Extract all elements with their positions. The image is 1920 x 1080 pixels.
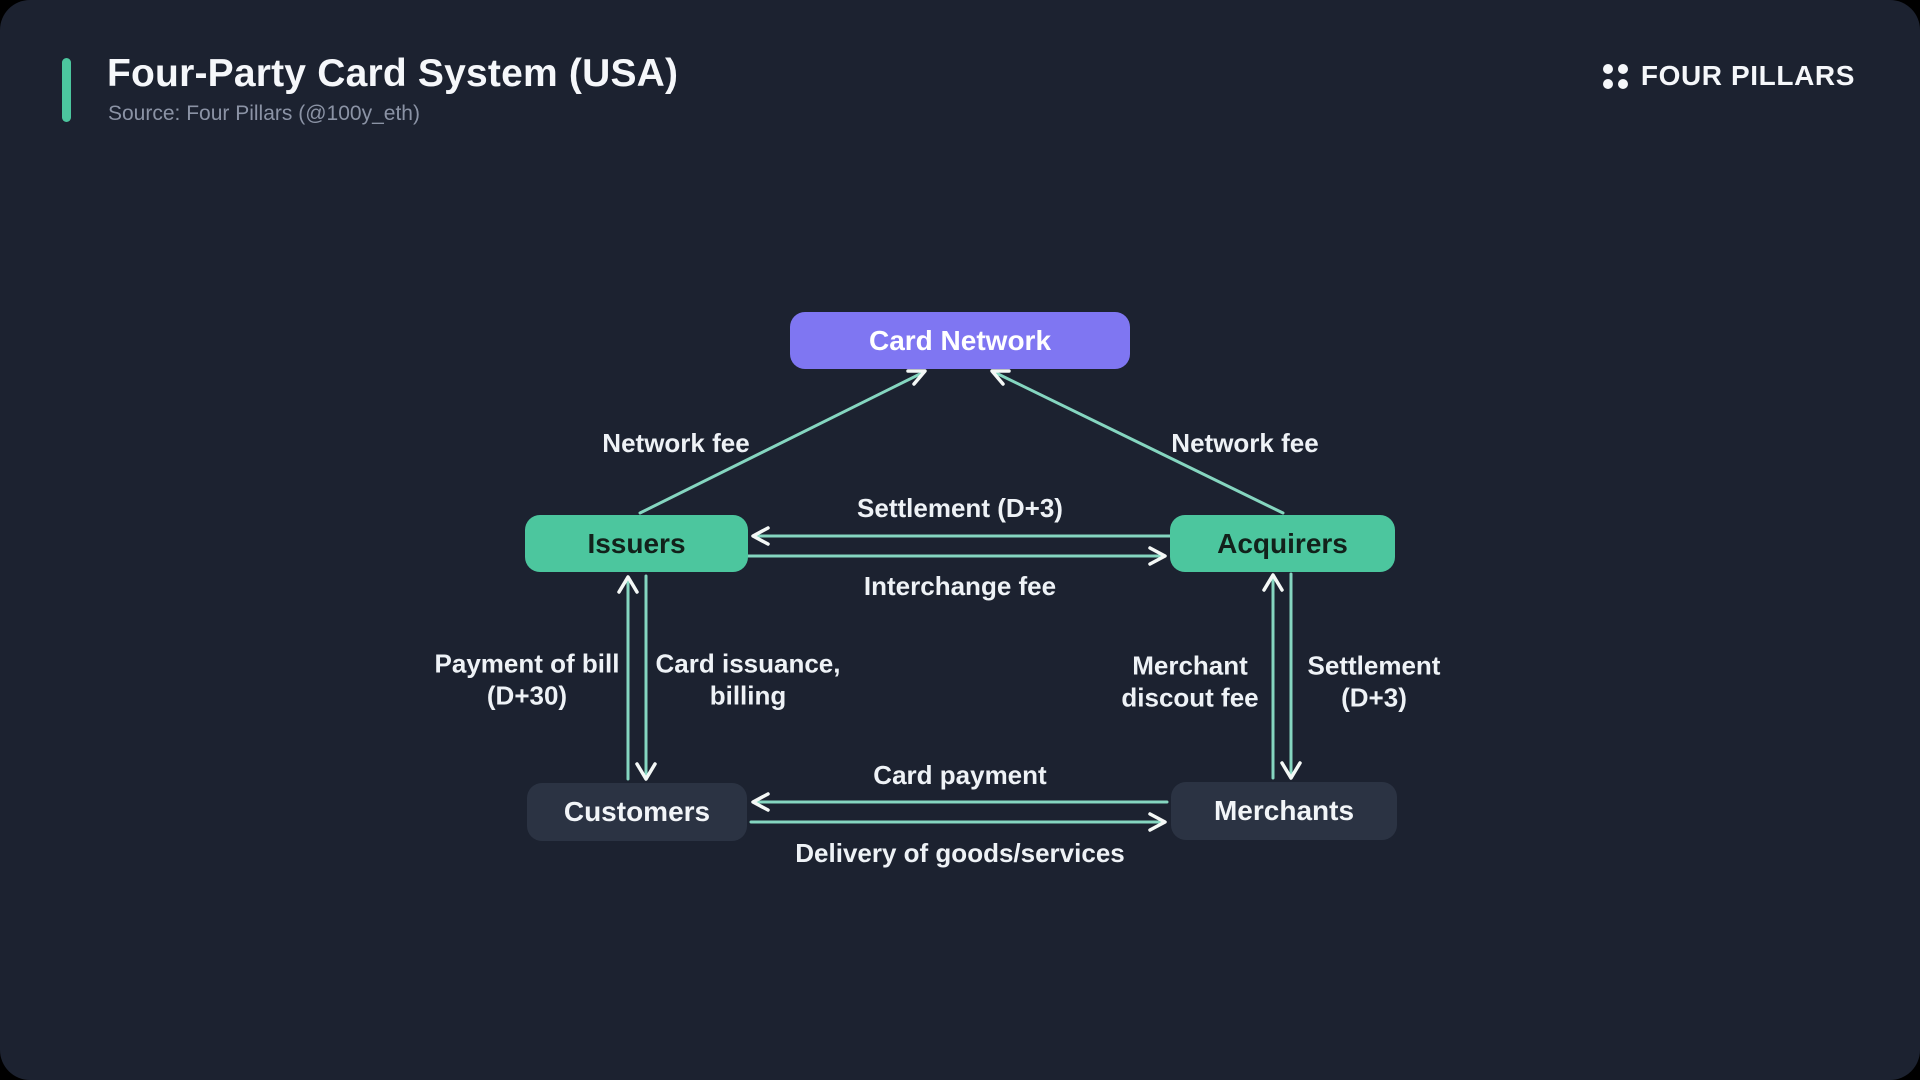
arrowhead-into-merchants-left bbox=[1148, 812, 1167, 832]
label-line: Settlement bbox=[1307, 650, 1441, 681]
arrowhead-into-acquirers-bottom bbox=[1262, 573, 1284, 592]
label-interchange-fee: Interchange fee bbox=[863, 571, 1057, 602]
label-network-fee-right: Network fee bbox=[1171, 428, 1319, 459]
four-dots-icon bbox=[1602, 63, 1628, 89]
label-delivery: Delivery of goods/services bbox=[795, 838, 1125, 869]
label-line: discout fee bbox=[1121, 682, 1259, 712]
arrowhead-into-card-network-right bbox=[990, 369, 1011, 386]
arrowhead-into-issuers-right bbox=[751, 526, 770, 546]
dot bbox=[1617, 78, 1628, 89]
arrowhead-into-issuers-bottom bbox=[617, 575, 639, 594]
dot bbox=[1602, 78, 1613, 89]
label-payment-of-bill: Payment of bill (D+30) bbox=[435, 648, 620, 711]
label-merchant-discount-fee: Merchant discout fee bbox=[1121, 650, 1258, 713]
node-issuers: Issuers bbox=[525, 515, 748, 572]
label-settlement-right: Settlement (D+3) bbox=[1308, 650, 1441, 713]
brand-name: FOUR PILLARS bbox=[1640, 60, 1855, 91]
label-line: (D+3) bbox=[1341, 682, 1407, 712]
arrowhead-into-card-network-left bbox=[906, 369, 927, 386]
dot bbox=[1617, 63, 1628, 74]
node-acquirers: Acquirers bbox=[1170, 515, 1395, 572]
arrowhead-into-customers-right bbox=[751, 792, 770, 812]
source-caption: Source: Four Pillars (@100y_eth) bbox=[108, 102, 420, 125]
dot bbox=[1602, 63, 1613, 74]
label-line: Payment of bill bbox=[434, 648, 620, 679]
arrowhead-into-acquirers-left bbox=[1148, 546, 1167, 566]
label-line: Card issuance, bbox=[655, 648, 841, 679]
title-accent-bar bbox=[62, 58, 71, 122]
arrowhead-into-customers-top bbox=[635, 762, 657, 781]
label-card-payment: Card payment bbox=[873, 760, 1047, 791]
label-line: (D+30) bbox=[486, 680, 568, 710]
arrowhead-into-merchants-top bbox=[1280, 761, 1302, 780]
label-network-fee-left: Network fee bbox=[602, 428, 750, 459]
node-customers: Customers bbox=[527, 783, 747, 841]
node-merchants: Merchants bbox=[1171, 782, 1397, 840]
label-line: Merchant bbox=[1132, 650, 1248, 681]
label-settlement-top: Settlement (D+3) bbox=[857, 493, 1063, 524]
page-title: Four-Party Card System (USA) bbox=[107, 52, 679, 95]
label-line: billing bbox=[709, 680, 787, 710]
brand-logo: FOUR PILLARS bbox=[1602, 60, 1855, 92]
node-card-network: Card Network bbox=[790, 312, 1130, 369]
label-card-issuance: Card issuance, billing bbox=[656, 648, 841, 711]
